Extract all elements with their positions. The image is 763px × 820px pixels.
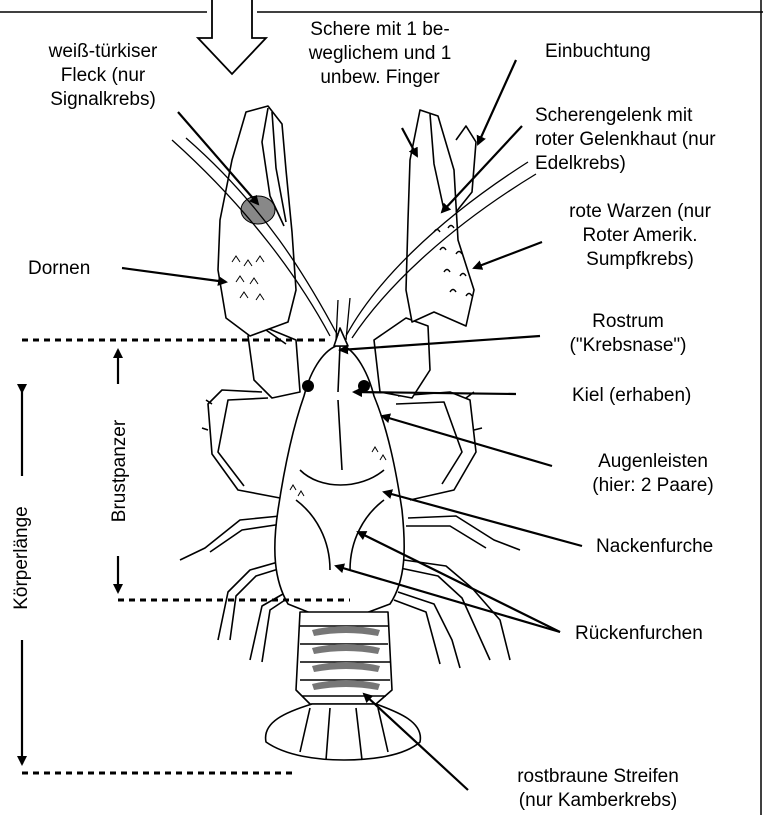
label-schere: Schere mit 1 be- weglichem und 1 unbew. … <box>270 18 490 90</box>
label-gelenk: Scherengelenk mit roter Gelenkhaut (nur … <box>535 104 761 176</box>
label-nackenfurche: Nackenfurche <box>596 535 756 559</box>
label-rueckenfurchen: Rückenfurchen <box>575 622 755 646</box>
label-dornen: Dornen <box>28 257 148 281</box>
spot-marking <box>241 196 275 224</box>
label-einbuchtung: Einbuchtung <box>545 40 745 64</box>
label-streifen: rostbraune Streifen (nur Kamberkrebs) <box>478 765 718 813</box>
label-kiel: Kiel (erhaben) <box>572 384 752 408</box>
label-warzen: rote Warzen (nur Roter Amerik. Sumpfkreb… <box>540 200 740 272</box>
right-eye <box>358 380 370 392</box>
down-arrow-icon <box>198 0 266 74</box>
label-koerperlaenge: Körperlänge <box>10 498 34 618</box>
left-eye <box>302 380 314 392</box>
crayfish-body <box>180 106 520 760</box>
label-fleck: weiß-türkiser Fleck (nur Signalkrebs) <box>8 40 198 112</box>
label-rostrum: Rostrum ("Krebsnase") <box>543 310 713 358</box>
label-brustpanzer: Brustpanzer <box>108 411 132 531</box>
label-augenleisten: Augenleisten (hier: 2 Paare) <box>558 450 748 498</box>
